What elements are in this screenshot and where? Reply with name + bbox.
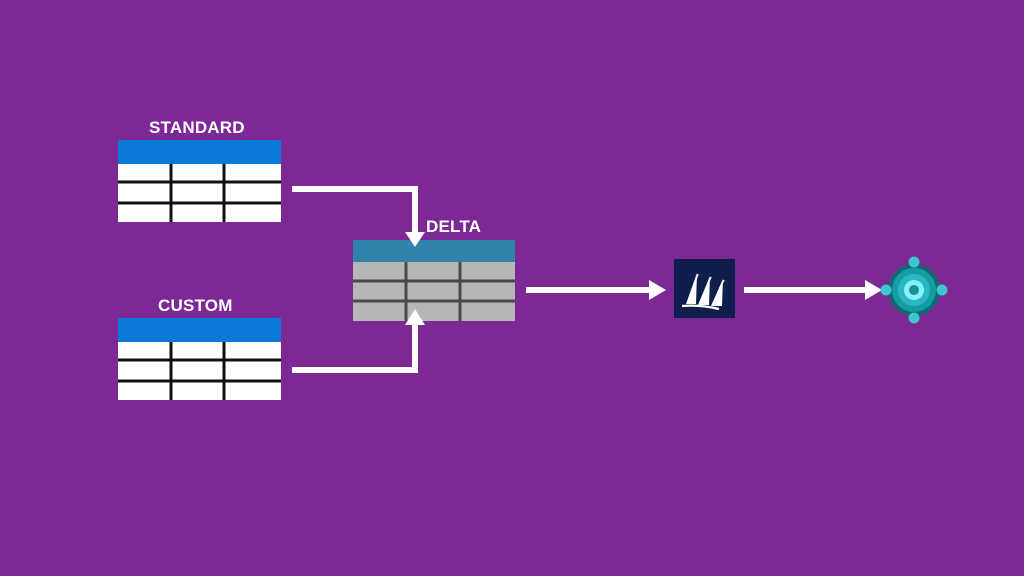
delta-table-label: DELTA <box>426 217 482 236</box>
business-central-icon <box>880 256 948 324</box>
standard-table-header <box>118 140 281 164</box>
standard-table-body <box>118 164 281 222</box>
delta-table-body <box>353 262 515 321</box>
custom-table <box>118 318 281 400</box>
arrow-custom-to-delta <box>292 309 425 373</box>
standard-table-label: STANDARD <box>149 118 245 137</box>
standard-table <box>118 140 281 222</box>
custom-table-label: CUSTOM <box>158 296 233 315</box>
arrow-dynamics-to-business-central <box>744 280 882 300</box>
arrow-standard-to-delta <box>292 186 425 247</box>
delta-table-header <box>353 240 515 262</box>
custom-table-body <box>118 342 281 400</box>
microsoft-dynamics-logo-icon <box>674 259 735 318</box>
arrow-delta-to-dynamics <box>526 280 666 300</box>
delta-table <box>353 240 515 321</box>
custom-table-header <box>118 318 281 342</box>
